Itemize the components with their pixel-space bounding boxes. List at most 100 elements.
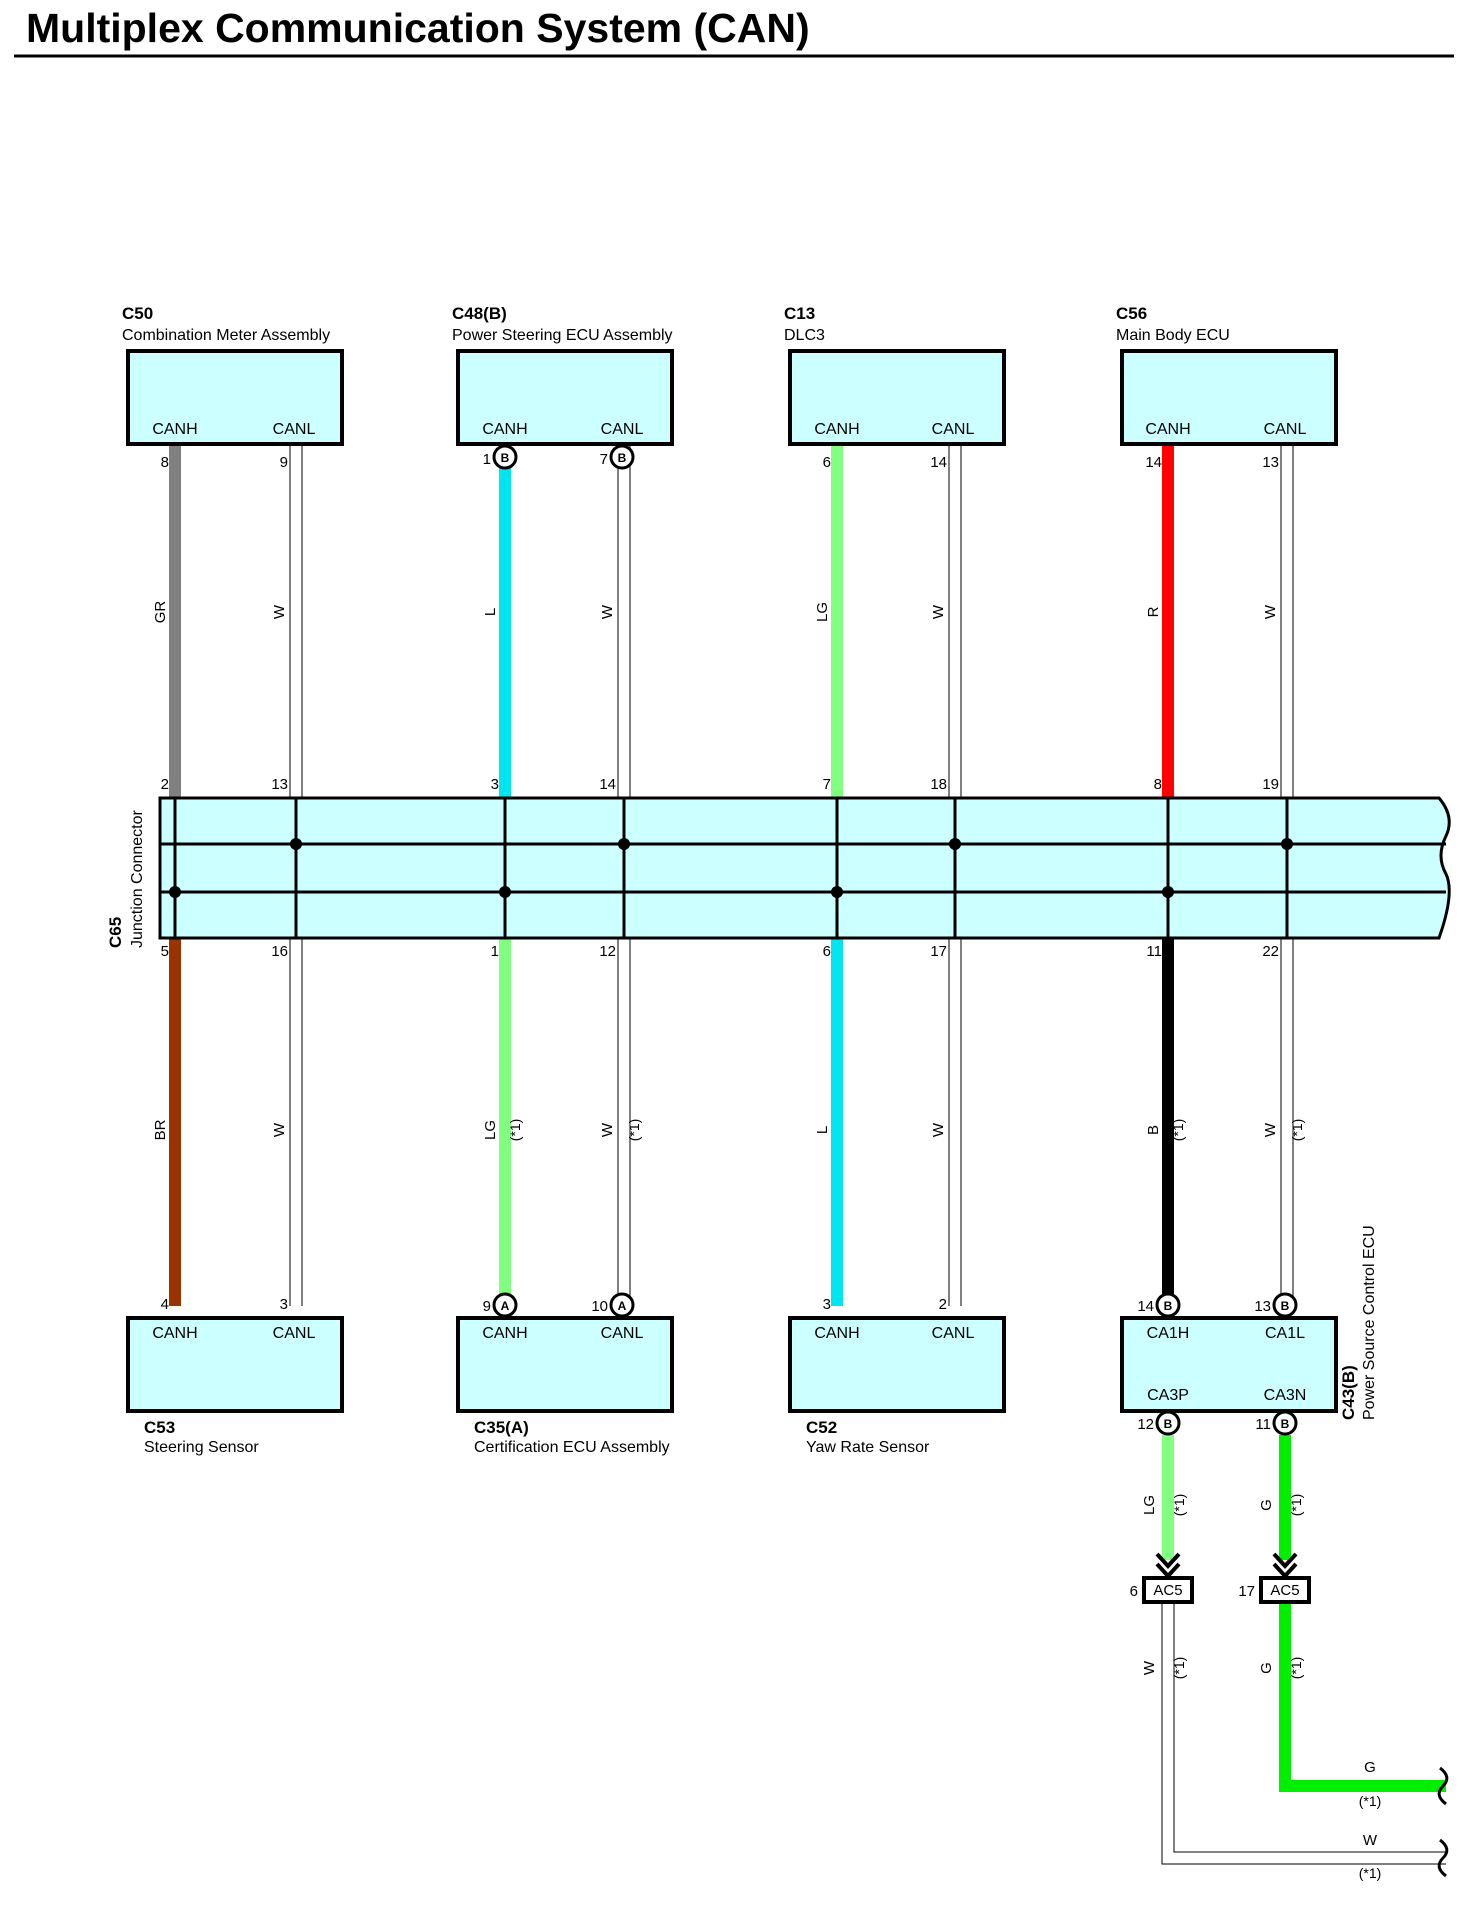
pin-label-ca3p: CA3P <box>1147 1387 1189 1404</box>
pin-number-h: 14 <box>1137 1298 1154 1315</box>
bottom-wire-code-l: W <box>930 1122 947 1137</box>
pin-number-h: 4 <box>161 1296 169 1313</box>
junction-pin-h: 11 <box>1146 943 1162 960</box>
connector-code: C43(B) <box>1339 1365 1358 1420</box>
pin-number-l: 10 <box>591 1298 608 1315</box>
pin-number-h2: 12 <box>1137 1416 1154 1433</box>
connector-name: Certification ECU Assembly <box>474 1439 670 1456</box>
badge-h-circle <box>1155 1292 1181 1318</box>
top-wire-code-l: W <box>599 604 616 619</box>
badge-l-letter: B <box>618 451 627 465</box>
splice-dot-h-0 <box>169 886 181 898</box>
junction-connector: C65 Junction Connector <box>106 796 1451 948</box>
junction-connector-body <box>158 796 1451 940</box>
output-wire-g <box>1279 1604 1446 1792</box>
bottom-note-h: (*1) <box>1170 1119 1186 1142</box>
connector-name: Main Body ECU <box>1116 327 1230 344</box>
connector-box <box>788 349 1006 446</box>
pin-label-canh: CANH <box>482 421 527 438</box>
bottom-note-h: (*1) <box>507 1119 523 1142</box>
connector-code: C50 <box>122 304 153 323</box>
pin-label-canl: CANL <box>1264 421 1307 438</box>
ac5-chevron-0-a <box>1155 1552 1181 1569</box>
connector-name: Power Steering ECU Assembly <box>452 327 673 344</box>
ac5-label-box-1 <box>1259 1576 1311 1604</box>
top-wire-code-h: GR <box>152 601 169 624</box>
ac5-chevron-1-a <box>1272 1552 1298 1569</box>
connector-code: C52 <box>806 1418 837 1437</box>
connector-box <box>1120 349 1338 446</box>
junction-pin-l: 17 <box>930 943 947 960</box>
pin-label-canl: CANL <box>932 421 975 438</box>
badge-h-letter: A <box>501 1299 510 1313</box>
pin-label-canh: CANH <box>1145 421 1190 438</box>
splice-dot-l-3 <box>1281 838 1293 850</box>
pin-number-l: 3 <box>280 1296 288 1313</box>
badge-l2-letter: B <box>1281 1417 1290 1431</box>
pin-number-l: 14 <box>930 454 947 471</box>
bottom-wire-code-h: L <box>814 1126 831 1134</box>
pin-number-h: 6 <box>823 454 831 471</box>
splice-dot-l-2 <box>949 838 961 850</box>
output-g-code: G <box>1364 1759 1376 1776</box>
top-wire-code-h: LG <box>814 602 831 622</box>
ac5-left-lower-note: (*1) <box>1171 1657 1187 1680</box>
splice-dot-h-3 <box>1162 886 1174 898</box>
badge-l2-circle <box>1272 1410 1298 1436</box>
top-wire-code-l: W <box>1262 604 1279 619</box>
top-wire-code-l: W <box>271 604 288 619</box>
pin-label-canh: CANH <box>152 1325 197 1342</box>
junction-pin-l: 14 <box>599 776 616 793</box>
bottom-wire-code-l: W <box>271 1122 288 1137</box>
pin-label-canl: CANL <box>273 1325 316 1342</box>
pin-label-canl: CANL <box>601 421 644 438</box>
ac5-right-wire-code: G <box>1258 1499 1275 1511</box>
output-g-note: (*1) <box>1359 1793 1382 1809</box>
junction-pin-h: 2 <box>161 776 169 793</box>
bottom-wire-code-l: W <box>1262 1122 1279 1137</box>
ac5-right-lower-wire-code: G <box>1258 1662 1275 1674</box>
junction-pin-l: 12 <box>599 943 616 960</box>
pin-number-l: 13 <box>1254 1298 1271 1315</box>
pin-label-canh: CA1H <box>1147 1325 1190 1342</box>
top-wire-code-h: R <box>1145 606 1162 617</box>
junction-pin-h: 5 <box>161 943 169 960</box>
output-w-note: (*1) <box>1359 1865 1382 1881</box>
pin-number-h: 14 <box>1145 454 1162 471</box>
page-title: Multiplex Communication System (CAN) <box>26 5 810 51</box>
pin-label-canl: CANL <box>273 421 316 438</box>
pin-number-l: 13 <box>1262 454 1279 471</box>
ac5-right-lower-note: (*1) <box>1288 1657 1304 1680</box>
pin-number-h: 1 <box>483 451 491 468</box>
junction-pin-l: 18 <box>930 776 947 793</box>
connector-code: C35(A) <box>474 1418 529 1437</box>
top-wire-code-h: L <box>482 608 499 616</box>
pin-number-l2: 11 <box>1255 1416 1271 1433</box>
badge-h-letter: B <box>1164 1299 1173 1313</box>
top-wire-code-l: W <box>930 604 947 619</box>
ac5-left-wire-code: LG <box>1141 1495 1158 1515</box>
pin-label-canl: CANL <box>601 1325 644 1342</box>
pin-number-l: 2 <box>939 1296 947 1313</box>
splice-dot-h-1 <box>499 886 511 898</box>
junction-pin-h: 7 <box>823 776 831 793</box>
pin-number-l: 9 <box>280 454 288 471</box>
pin-label-canh: CANH <box>814 1325 859 1342</box>
badge-l-circle <box>609 444 635 470</box>
connector-name: Combination Meter Assembly <box>122 327 330 344</box>
junction-pin-h: 6 <box>823 943 831 960</box>
connector-name: Power Source Control ECU <box>1361 1225 1378 1420</box>
wires-layer <box>169 446 1446 1865</box>
pin-number-h: 3 <box>823 1296 831 1313</box>
bottom-wire-code-h: LG <box>482 1120 499 1140</box>
junction-pin-l: 22 <box>1262 943 1279 960</box>
connector-name: Yaw Rate Sensor <box>806 1439 930 1456</box>
